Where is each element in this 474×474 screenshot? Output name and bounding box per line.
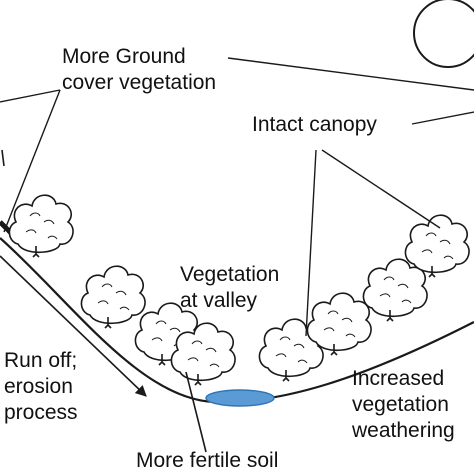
vegetation-valley-line2: at valley — [180, 289, 258, 312]
intact-canopy-label: Intact canopy — [252, 112, 377, 138]
run-off-line3: process — [4, 401, 78, 424]
vegetation-valley-line1: Vegetation — [180, 263, 280, 286]
increased-vegetation-label: Increased vegetation weathering — [352, 366, 455, 444]
vegetation-valley-label: Vegetation at valley — [180, 262, 279, 314]
increased-vegetation-line3: weathering — [352, 419, 455, 442]
fertile-soil-label: More fertile soil — [136, 448, 278, 474]
pointer-line — [305, 149, 317, 337]
pointer-line — [411, 111, 474, 125]
ground-cover-line2: cover vegetation — [62, 71, 217, 94]
run-off-line1: Run off; — [4, 349, 78, 372]
pointer-line — [3, 89, 61, 233]
run-off-line2: erosion — [4, 375, 73, 398]
intact-canopy-text: Intact canopy — [252, 113, 377, 136]
edge-tick — [1, 149, 5, 167]
water-pool — [205, 389, 275, 407]
runoff-arrow — [0, 255, 147, 397]
tree-icon — [80, 265, 146, 329]
pointer-line — [0, 89, 61, 103]
increased-vegetation-line1: Increased — [352, 367, 445, 390]
fertile-soil-pointer — [185, 371, 207, 453]
ground-cover-label: More Ground cover vegetation — [62, 44, 216, 96]
ground-cover-line1: More Ground — [62, 45, 186, 68]
sun-icon — [413, 0, 474, 68]
pointer-line — [321, 149, 441, 229]
fertile-soil-text: More fertile soil — [136, 449, 279, 472]
pointer-line — [227, 57, 474, 91]
tree-icon — [8, 194, 74, 258]
increased-vegetation-line2: vegetation — [352, 393, 449, 416]
run-off-label: Run off; erosion process — [4, 348, 78, 426]
